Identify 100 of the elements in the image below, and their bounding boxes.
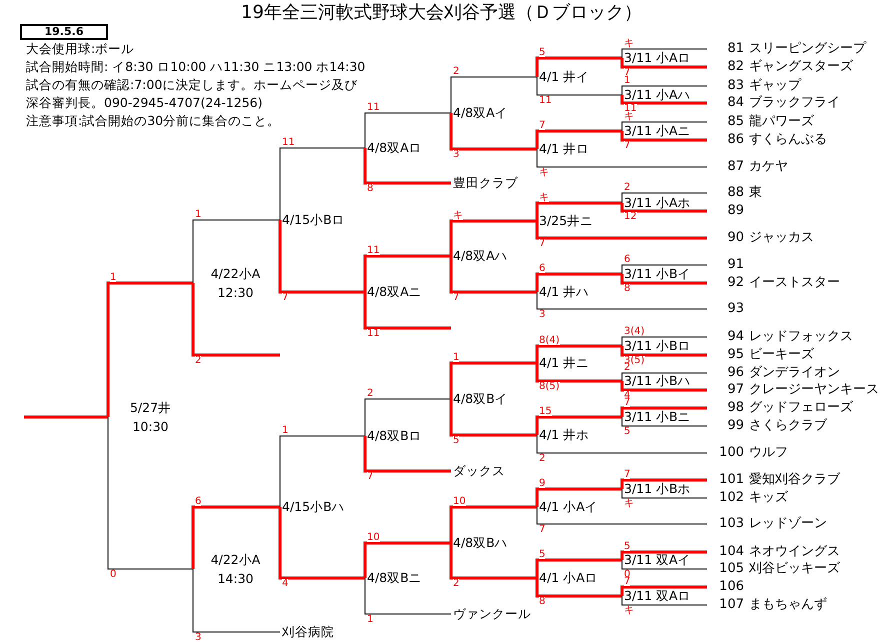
bracket-line xyxy=(450,256,537,294)
score-label: 11 xyxy=(624,104,637,113)
team-number: 99 xyxy=(726,417,744,435)
score-label: 1 xyxy=(453,353,460,362)
match-label: 4/8双Aロ xyxy=(365,139,422,156)
score-label: 8(5) xyxy=(539,382,560,391)
score-label: 2 xyxy=(624,183,630,192)
team-name: 愛知刈谷クラブ xyxy=(749,471,840,489)
bracket-line xyxy=(620,406,707,417)
team-number: 83 xyxy=(726,77,744,95)
start-time: 10:30 xyxy=(132,418,169,436)
bracket-line xyxy=(192,283,280,356)
note-text: 試合の有無の確認:7:00に決定します。ホームページ及び xyxy=(26,76,358,94)
match-label: 刈谷病院 xyxy=(280,623,334,640)
bracket-line xyxy=(364,398,452,436)
match-label: 4/8双Bハ xyxy=(451,534,508,551)
match-label: 3/11 小Bイ xyxy=(622,265,691,282)
score-label: 3 xyxy=(195,633,202,642)
match-label: 3/11 双Aロ xyxy=(622,587,691,604)
score-label: キ xyxy=(624,606,634,615)
bracket-line xyxy=(364,254,451,292)
team-name: まもちゃんず xyxy=(749,596,827,614)
bracket-line xyxy=(364,292,451,330)
note-text: 試合開始時間: イ8:30 ロ10:00 ハ11:30 ニ13:00 ホ14:30 xyxy=(26,58,366,76)
score-label: 5 xyxy=(624,427,630,436)
team-number: 97 xyxy=(726,381,744,399)
bracket-line xyxy=(536,558,622,578)
match-label: 豊田クラブ xyxy=(451,174,518,191)
match-label: 4/8双Bイ xyxy=(451,390,508,407)
score-label: 0 xyxy=(110,570,116,579)
score-label: 10 xyxy=(367,533,380,542)
score-label: 7 xyxy=(367,472,374,481)
score-label: 1 xyxy=(282,426,288,435)
bracket-line xyxy=(536,221,707,240)
score-label: 9 xyxy=(539,479,546,488)
score-label: キ xyxy=(624,39,634,48)
match-label: 3/11 小Aニ xyxy=(622,122,691,139)
bracket-line xyxy=(536,488,622,507)
score-label: 4 xyxy=(282,579,288,588)
date-box: 19.5.6 xyxy=(20,24,108,40)
team-number: 84 xyxy=(726,94,744,112)
score-label: 11 xyxy=(367,329,380,338)
match-label: 4/1 井ロ xyxy=(537,140,590,157)
team-name: ジャッカス xyxy=(749,229,814,247)
score-label: 5 xyxy=(624,542,630,551)
team-number: 96 xyxy=(726,364,744,382)
team-name: 龍パワーズ xyxy=(749,113,814,131)
team-number: 107 xyxy=(718,596,744,614)
bracket-line xyxy=(622,416,708,426)
team-number: 89 xyxy=(726,202,744,220)
match-label: 4/1 井イ xyxy=(537,68,590,85)
score-label: 11 xyxy=(282,138,295,147)
team-name: スリーピングシープ xyxy=(749,40,866,58)
bracket-line xyxy=(620,203,707,212)
score-label: キ xyxy=(453,211,463,220)
score-label: 2 xyxy=(367,389,374,398)
bracket-line xyxy=(622,122,708,132)
team-name: ギャングスターズ xyxy=(749,58,853,76)
match-label: 4/1 井ホ xyxy=(537,426,590,443)
team-name: レッドゾーン xyxy=(749,515,827,533)
bracket-line xyxy=(192,506,280,569)
bracket-line xyxy=(450,506,537,543)
score-label: 5 xyxy=(453,436,460,445)
bracket-line xyxy=(536,76,622,96)
bracket-line xyxy=(622,372,708,382)
score-label: 7 xyxy=(453,293,460,302)
note-text: 大会使用球:ボール xyxy=(26,40,134,58)
bracket-line xyxy=(620,131,707,142)
score-label: 2 xyxy=(453,67,460,76)
score-label: 7 xyxy=(624,470,630,479)
bracket-line xyxy=(192,568,280,632)
team-number: 104 xyxy=(718,543,744,561)
team-name: ブラックフライ xyxy=(749,94,840,112)
team-number: 87 xyxy=(726,158,744,176)
team-name: さくらクラブ xyxy=(749,417,827,435)
bracket-line xyxy=(620,95,707,104)
score-label: 11 xyxy=(539,96,552,105)
team-number: 94 xyxy=(726,328,744,346)
match-label: 4/8双Bニ xyxy=(365,569,422,586)
bracket-line xyxy=(622,488,708,498)
bracket-line xyxy=(622,560,708,570)
score-label: 11 xyxy=(367,103,380,112)
bracket-line xyxy=(620,346,707,356)
bracket-line xyxy=(450,113,537,150)
team-number: 98 xyxy=(726,399,744,417)
score-label: 7 xyxy=(624,141,630,150)
team-name: ギャップ xyxy=(749,77,801,95)
team-number: 82 xyxy=(726,58,744,76)
team-name: クレージーヤンキース xyxy=(749,381,879,399)
bracket-line xyxy=(450,220,537,256)
bracket-line xyxy=(620,478,707,489)
match-label: 4/15小Bロ xyxy=(280,211,345,228)
bracket-line xyxy=(536,578,622,598)
score-label: 8 xyxy=(539,597,546,606)
team-name: カケヤ xyxy=(749,158,788,176)
score-label: 12 xyxy=(624,212,637,221)
start-time: 14:30 xyxy=(217,570,254,588)
match-label: 3/25井ニ xyxy=(537,212,594,229)
bracket-line xyxy=(278,507,365,580)
score-label: 5 xyxy=(539,48,546,57)
